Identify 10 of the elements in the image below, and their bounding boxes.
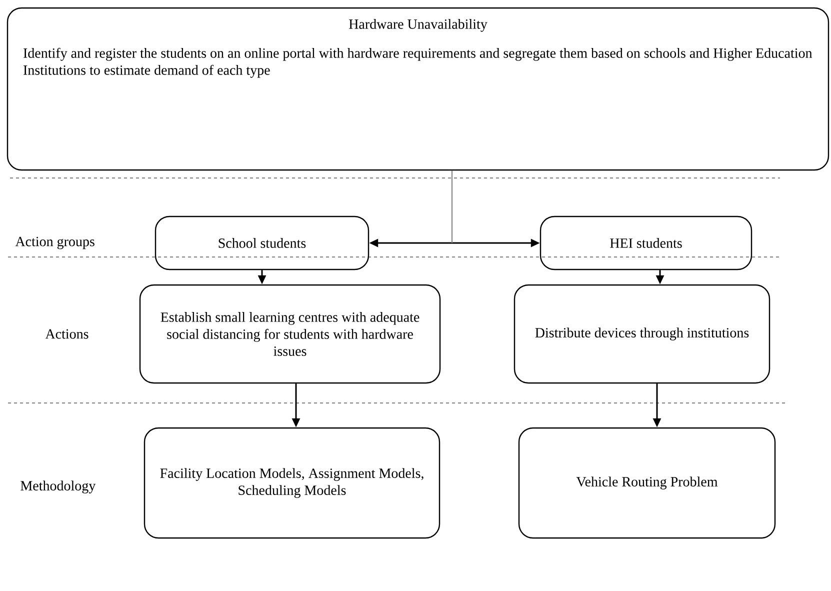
row-label: Action groups	[15, 236, 94, 250]
header-box: Hardware Unavailability Identify and register the students on an online portal with hardware requirements and segregate them based on schools and Higher Education Institutions to estimate demand of each type	[6, 7, 830, 171]
process-box: School students	[154, 216, 370, 270]
process-box: Distribute devices through institutions	[514, 284, 770, 384]
process-box: Establish small learning centres with adequate social distancing for students with hardware issues	[139, 284, 441, 384]
process-box: HEI students	[540, 216, 752, 270]
process-box: Vehicle Routing Problem	[518, 427, 776, 539]
row-label: Actions	[45, 329, 88, 339]
row-label: Methodology	[20, 480, 96, 494]
process-box: Facility Location Models, Assignment Models, Scheduling Models	[144, 427, 440, 539]
